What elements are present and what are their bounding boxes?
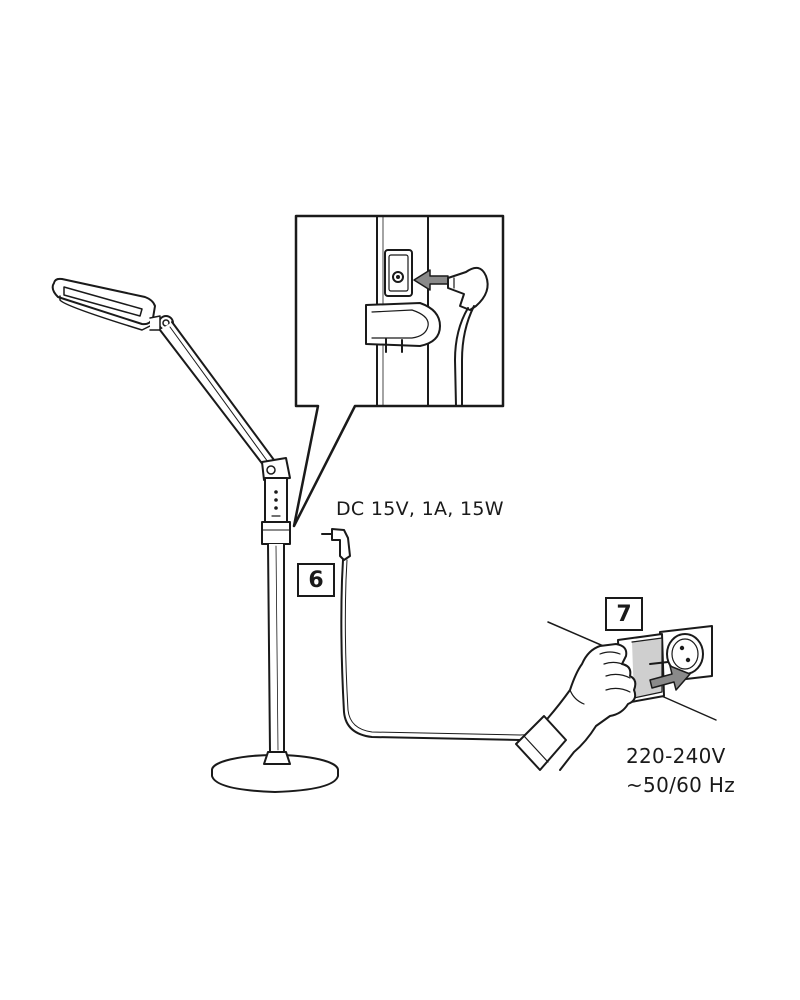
ac-frequency-label: ~50/60 Hz — [626, 773, 735, 797]
lower-pole — [267, 543, 285, 753]
hand — [515, 643, 637, 771]
detail-callout — [292, 214, 505, 528]
step-badge-6: 6 — [297, 563, 335, 597]
lamp-arm — [159, 321, 275, 467]
lamp-base — [211, 751, 339, 793]
arm-elbow — [261, 457, 291, 481]
ac-voltage-label: 220-240V — [626, 744, 726, 768]
lamp-head — [51, 277, 156, 331]
dc-output-label: DC 15V, 1A, 15W — [336, 498, 504, 520]
detail-cable — [454, 305, 475, 407]
pole-collar — [261, 521, 291, 545]
upper-pole — [264, 477, 288, 525]
floor-lamp — [51, 277, 339, 793]
ac-input-label: 220-240V ~50/60 Hz — [626, 742, 735, 800]
wall-socket-scene — [515, 621, 717, 771]
arrow-right-icon — [649, 665, 691, 691]
cable-clip — [365, 302, 441, 353]
dc-socket — [384, 249, 413, 297]
step-badge-7: 7 — [605, 597, 643, 631]
cable-dc-plug — [321, 528, 351, 561]
